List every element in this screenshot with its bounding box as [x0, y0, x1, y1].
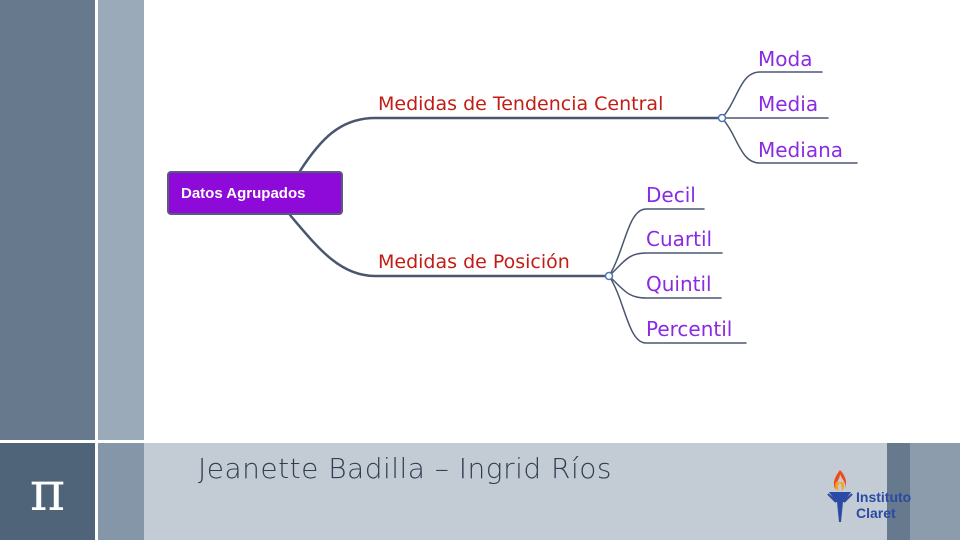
node-dot-branch1 — [717, 113, 727, 123]
connector-cuartil — [608, 252, 723, 277]
connector-quintil — [608, 275, 722, 299]
left-sidebar-light — [98, 0, 144, 440]
leaf-decil: Decil — [646, 183, 696, 207]
leaf-moda: Moda — [758, 47, 813, 71]
leaf-mediana: Mediana — [758, 138, 843, 162]
root-node: Datos Agrupados — [167, 171, 343, 215]
logo-line1: Instituto — [856, 489, 912, 505]
leaf-media: Media — [758, 92, 819, 116]
institute-logo: Instituto Claret — [826, 468, 936, 524]
vertical-divider — [95, 0, 98, 540]
connector-decil — [608, 208, 705, 277]
pi-tile — [0, 443, 95, 540]
connector-percentil — [608, 275, 747, 344]
footer-side-tile — [98, 443, 144, 540]
leaf-quintil: Quintil — [646, 272, 712, 296]
connector-root-branch1 — [298, 116, 724, 173]
leaf-percentil: Percentil — [646, 317, 733, 341]
footer-authors: Jeanette Badilla – Ingrid Ríos — [198, 452, 612, 485]
horizontal-divider — [0, 440, 960, 443]
footer-right-tile-light — [910, 443, 960, 540]
branch-label-posicion: Medidas de Posición — [378, 251, 570, 273]
branch-label-tendencia: Medidas de Tendencia Central — [378, 93, 664, 115]
footer-bar — [144, 443, 887, 540]
mindmap-connectors — [288, 71, 858, 344]
left-sidebar-dark — [0, 0, 95, 440]
connector-moda — [721, 71, 823, 119]
footer-right-tile-dark — [887, 443, 910, 540]
connector-root-branch2 — [288, 213, 611, 278]
pi-icon: π — [29, 460, 66, 523]
leaf-cuartil: Cuartil — [646, 227, 713, 251]
node-dot-branch2 — [604, 271, 614, 281]
logo-line2: Claret — [856, 505, 896, 521]
connector-mediana — [721, 117, 858, 164]
torch-icon — [827, 470, 853, 522]
